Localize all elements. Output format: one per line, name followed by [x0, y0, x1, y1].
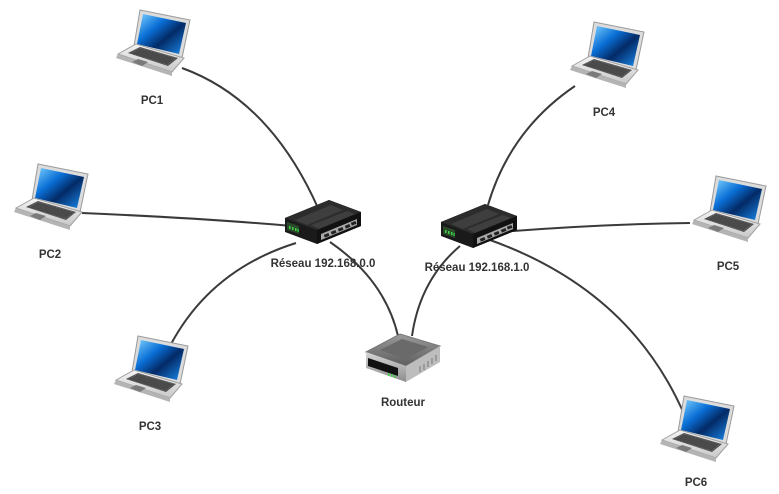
- cable-pc6-sw2: [489, 239, 685, 415]
- node-pc3[interactable]: PC3: [113, 335, 189, 433]
- switch-icon: [285, 200, 361, 244]
- laptop-icon: [691, 175, 767, 243]
- cable-pc2-sw1: [81, 212, 293, 227]
- laptop-icon: [113, 335, 189, 403]
- node-label: PC6: [685, 477, 707, 489]
- node-switch-2[interactable]: Réseau 192.168.1.0: [425, 204, 530, 274]
- node-label: PC5: [717, 261, 740, 273]
- cable-pc5-sw2: [499, 222, 691, 233]
- cable-router-sw2: [411, 245, 461, 337]
- node-label: PC2: [39, 249, 61, 261]
- laptop-icon: [659, 395, 735, 463]
- cable-pc3-sw1: [169, 242, 297, 347]
- node-label: PC1: [141, 95, 164, 107]
- cable-sw1-router: [329, 241, 399, 337]
- node-pc2[interactable]: PC2: [13, 163, 89, 261]
- node-label: Réseau 192.168.0.0: [271, 258, 376, 270]
- node-label: PC3: [139, 421, 161, 433]
- node-label: PC4: [593, 107, 616, 119]
- node-label: Réseau 192.168.1.0: [425, 262, 530, 274]
- node-router[interactable]: Routeur: [364, 333, 442, 409]
- cable-pc1-sw1: [181, 67, 319, 209]
- laptop-icon: [13, 163, 89, 231]
- laptop-icon: [569, 21, 645, 89]
- node-pc1[interactable]: PC1: [115, 9, 191, 107]
- node-pc6[interactable]: PC6: [659, 395, 735, 489]
- node-label: Routeur: [381, 397, 426, 409]
- node-pc5[interactable]: PC5: [691, 175, 767, 273]
- router-icon: [364, 333, 442, 382]
- switch-icon: [441, 204, 517, 248]
- cable-pc4-sw2: [487, 85, 576, 206]
- node-pc4[interactable]: PC4: [569, 21, 645, 119]
- laptop-icon: [115, 9, 191, 77]
- node-switch-1[interactable]: Réseau 192.168.0.0: [271, 200, 376, 270]
- cables: [81, 67, 691, 415]
